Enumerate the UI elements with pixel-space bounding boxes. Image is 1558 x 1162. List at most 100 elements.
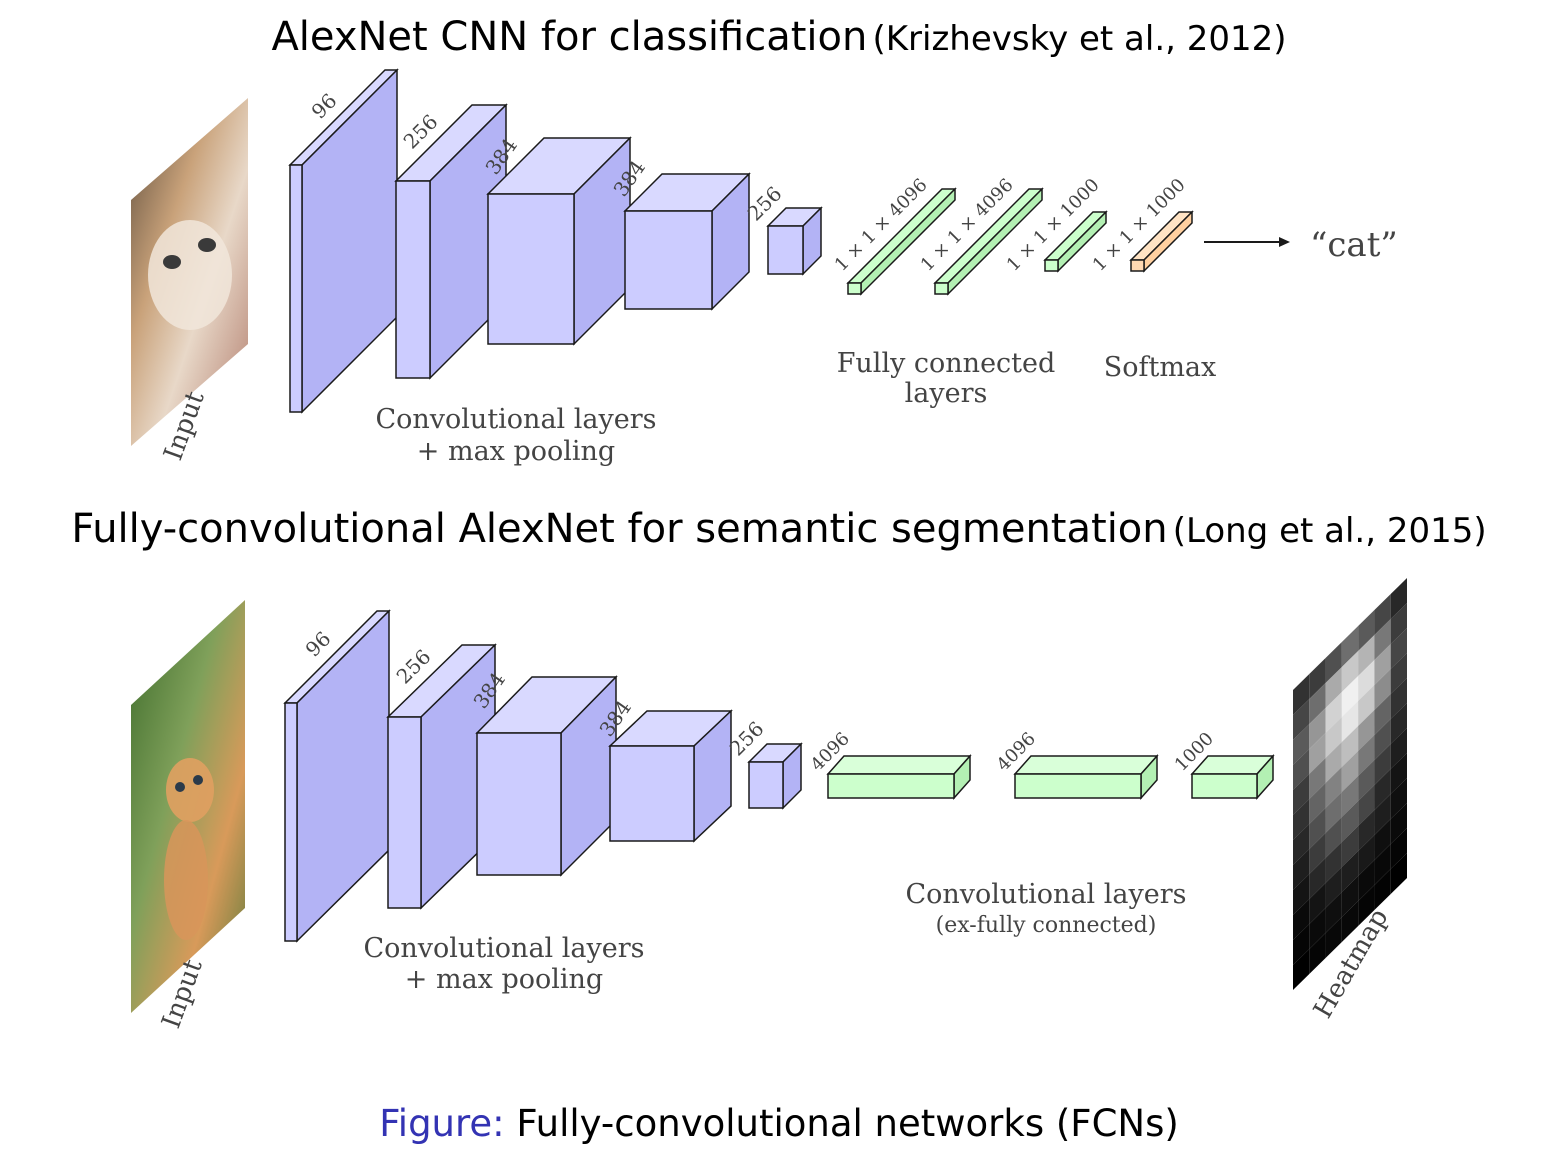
heatmap-cell [1358,885,1375,926]
heatmap-cell [1325,717,1342,758]
heatmap-cell [1358,735,1375,776]
heatmap-cell [1341,751,1359,792]
heatmap-cell [1390,828,1407,869]
heatmap-cell [1341,701,1359,742]
heatmap-cell [1374,669,1391,710]
heatmap-cell [1374,769,1391,810]
heatmap-cell [1358,660,1375,701]
bottom-conv-group-label-line2: + max pooling [405,964,603,995]
heatmap-cell [1374,619,1391,660]
bottom-fcconv3-bar [1190,754,1275,800]
heatmap-cell [1293,699,1310,740]
heatmap-cell [1374,869,1391,910]
bottom-fcconv-group-label-line2: (ex-fully connected) [936,913,1157,938]
heatmap-cell [1293,874,1310,915]
top-title: AlexNet CNN for classification (Krizhevs… [0,14,1558,60]
heatmap-cell [1358,810,1375,851]
top-softmax-bar [1129,210,1194,273]
heatmap-cell [1390,628,1407,669]
heatmap-cell [1358,710,1375,751]
heatmap-cell [1341,726,1359,767]
heatmap-cell [1309,658,1326,699]
heatmap-cell [1309,708,1326,749]
top-fc-group-label-line1: Fully connected [837,348,1056,379]
top-conv-blocks [288,68,823,414]
top-fc3-bar [1043,210,1108,273]
bottom-fcconv-blocks [826,754,1275,800]
heatmap-cell [1374,594,1391,635]
top-softmax-label: Softmax [1104,352,1217,383]
heatmap-cell [1293,924,1310,965]
bottom-fcconv-group-label-line1: Convolutional layers [905,879,1186,910]
heatmap-cell [1325,842,1342,883]
top-title-citation: (Krizhevsky et al., 2012) [872,19,1287,59]
heatmap-cell [1325,742,1342,783]
top-conv3-block [486,136,632,346]
bottom-conv-group-label-line1: Convolutional layers [363,933,644,964]
heatmap-cell [1358,785,1375,826]
heatmap-cell [1325,792,1342,833]
heatmap-cell [1358,685,1375,726]
heatmap-cell [1374,744,1391,785]
bottom-title-citation: (Long et al., 2015) [1172,511,1487,551]
top-fc2-bar [933,187,1044,296]
heatmap-cell [1341,876,1359,917]
bottom-fcconv2-bar [1013,754,1159,800]
heatmap-cell [1293,899,1310,940]
bottom-conv1-dim-label: 96 [301,627,336,662]
heatmap-cell [1293,724,1310,765]
caption-text: Fully-convolutional networks (FCNs) [516,1102,1179,1145]
bottom-conv3-block [475,675,618,877]
heatmap-cell [1341,801,1359,842]
top-input-image [131,98,248,446]
heatmap-cell [1309,758,1326,799]
heatmap-cell [1293,849,1310,890]
heatmap-cell [1390,778,1407,819]
bottom-input-image [131,600,245,1013]
heatmap-cell [1309,858,1326,899]
heatmap-cell [1374,794,1391,835]
heatmap-cell [1341,651,1359,692]
heatmap-cell [1390,703,1407,744]
heatmap-cell [1341,851,1359,892]
heatmap-cell [1374,719,1391,760]
heatmap-cell [1341,626,1359,667]
heatmap-cell [1341,901,1359,942]
heatmap-cell [1309,933,1326,974]
top-conv-group-label-line2: + max pooling [417,436,615,467]
heatmap-cell [1309,683,1326,724]
bottom-conv4-block [608,709,733,843]
heatmap-cell [1293,674,1310,715]
heatmap-cell [1293,799,1310,840]
heatmap-cell [1341,776,1359,817]
heatmap-cell [1325,892,1342,933]
top-fc1-bar [846,187,957,296]
heatmap-cell [1309,908,1326,949]
heatmap-cell [1358,860,1375,901]
bottom-title-main: Fully-convolutional AlexNet for semantic… [71,506,1168,552]
heatmap-cell [1325,917,1342,958]
top-conv4-block [623,172,751,311]
top-fc-group-label-line2: layers [905,378,988,409]
heatmap-cell [1358,760,1375,801]
heatmap-cell [1325,692,1342,733]
heatmap-cell [1390,578,1407,619]
top-output-arrow [1204,237,1290,247]
top-conv-group-label-line1: Convolutional layers [375,404,656,435]
heatmap-cell [1374,694,1391,735]
heatmap-cell [1325,817,1342,858]
heatmap-cell [1374,644,1391,685]
heatmap-cell [1358,610,1375,651]
bottom-conv-blocks [283,609,803,943]
figure-caption: Figure: Fully-convolutional networks (FC… [0,1102,1558,1145]
top-conv5-block [766,206,823,276]
heatmap-cell [1293,774,1310,815]
heatmap-cell [1390,678,1407,719]
heatmap-cell [1390,603,1407,644]
heatmap-cell [1309,883,1326,924]
bottom-fcconv1-bar [826,754,972,800]
top-conv1-block [288,68,399,414]
heatmap-cell [1293,949,1310,990]
heatmap-cell [1358,835,1375,876]
